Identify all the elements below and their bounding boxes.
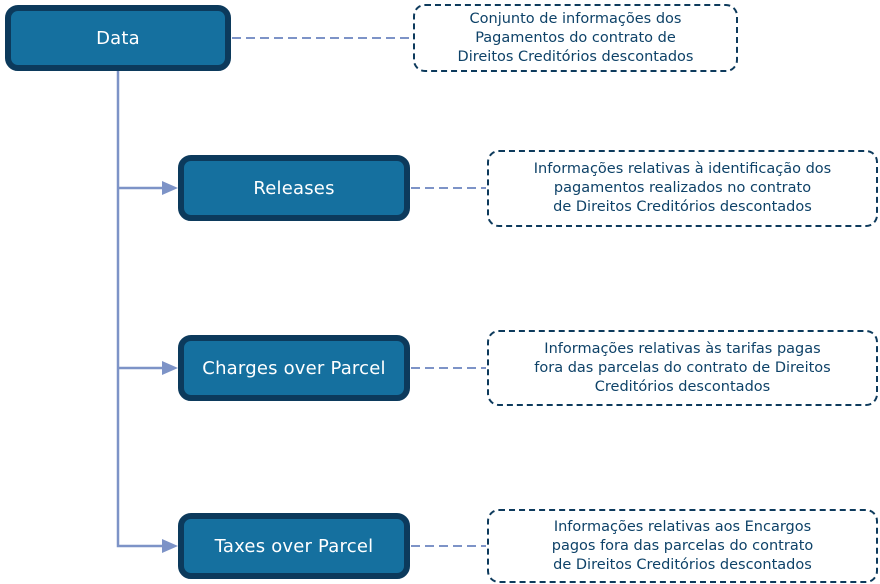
arrowhead-icon: [162, 361, 178, 375]
node-charges-over-parcel-label: Charges over Parcel: [202, 357, 386, 379]
node-taxes-over-parcel: Taxes over Parcel: [178, 513, 410, 579]
arrowhead-icon: [162, 181, 178, 195]
node-taxes-over-parcel-label: Taxes over Parcel: [214, 535, 374, 557]
annotation-data: Conjunto de informações dos Pagamentos d…: [413, 4, 738, 72]
annotation-releases-text: Informações relativas à identificação do…: [533, 161, 832, 215]
arrowhead-icon: [162, 539, 178, 553]
annotation-taxes-text: Informações relativas aos Encargos pagos…: [551, 518, 814, 573]
trunk-connector-line: [116, 71, 163, 548]
annotation-charges-text: Informações relativas às tarifas pagas f…: [534, 340, 831, 395]
node-data-label: Data: [96, 27, 140, 49]
annotation-taxes: Informações relativas aos Encargos pagos…: [487, 509, 878, 583]
annotation-data-text: Conjunto de informações dos Pagamentos d…: [457, 10, 694, 65]
node-charges-over-parcel: Charges over Parcel: [178, 335, 410, 401]
annotation-charges: Informações relativas às tarifas pagas f…: [487, 330, 878, 406]
annotation-releases: Informações relativas à identificação do…: [487, 150, 878, 227]
node-releases: Releases: [178, 155, 410, 221]
node-data: Data: [5, 5, 231, 71]
node-releases-label: Releases: [253, 177, 335, 199]
